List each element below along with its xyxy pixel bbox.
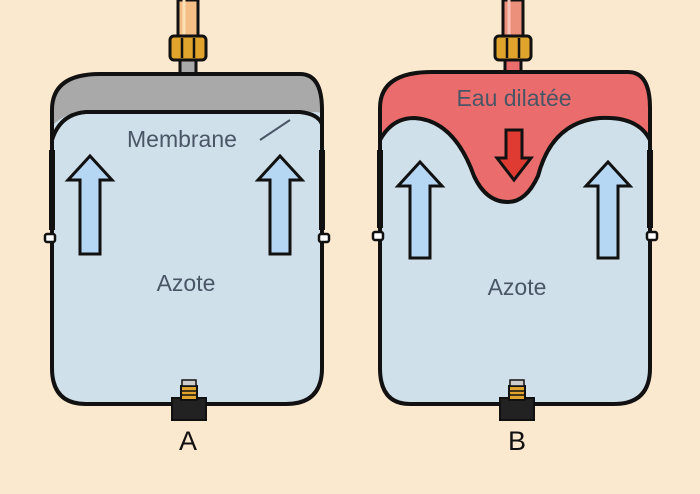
down-arrow-icon [493,128,535,183]
tank-a-fitting [168,34,208,76]
tank-a-water-chamber [52,74,322,140]
tank-a-flange-left [43,232,57,244]
tank-b-fitting [493,34,533,74]
tank-b-schrader-valve [499,379,535,421]
membrane-label: Membrane [127,126,237,152]
tank-a-schrader-valve [171,379,207,421]
tank-a-caption: A [179,426,197,456]
tank-a-gas-label: Azote [157,270,216,296]
tank-b-membrane [378,115,652,205]
tank-b-shell [378,70,652,406]
membrane-leader-line [259,119,291,141]
tank-b-inlet-pipe [501,0,525,42]
tank-a-membrane [50,110,324,141]
up-arrow-icon [254,153,306,256]
tank-b: Eau dilatée Azote B [371,0,659,456]
tank-b-caption: B [508,426,526,456]
tank-b-gas-label: Azote [488,274,547,300]
tank-a-flange-right [317,232,331,244]
tank-b-flange-right [645,230,659,242]
tank-a-shell [50,72,324,406]
up-arrow-icon [394,159,446,260]
tank-a-inlet-pipe [176,0,200,42]
up-arrow-icon [582,159,634,260]
tank-b-flange-left [371,230,385,242]
expanded-water-label: Eau dilatée [456,85,571,111]
up-arrow-icon [64,153,116,256]
tank-a: Membrane Azote A [43,0,331,456]
